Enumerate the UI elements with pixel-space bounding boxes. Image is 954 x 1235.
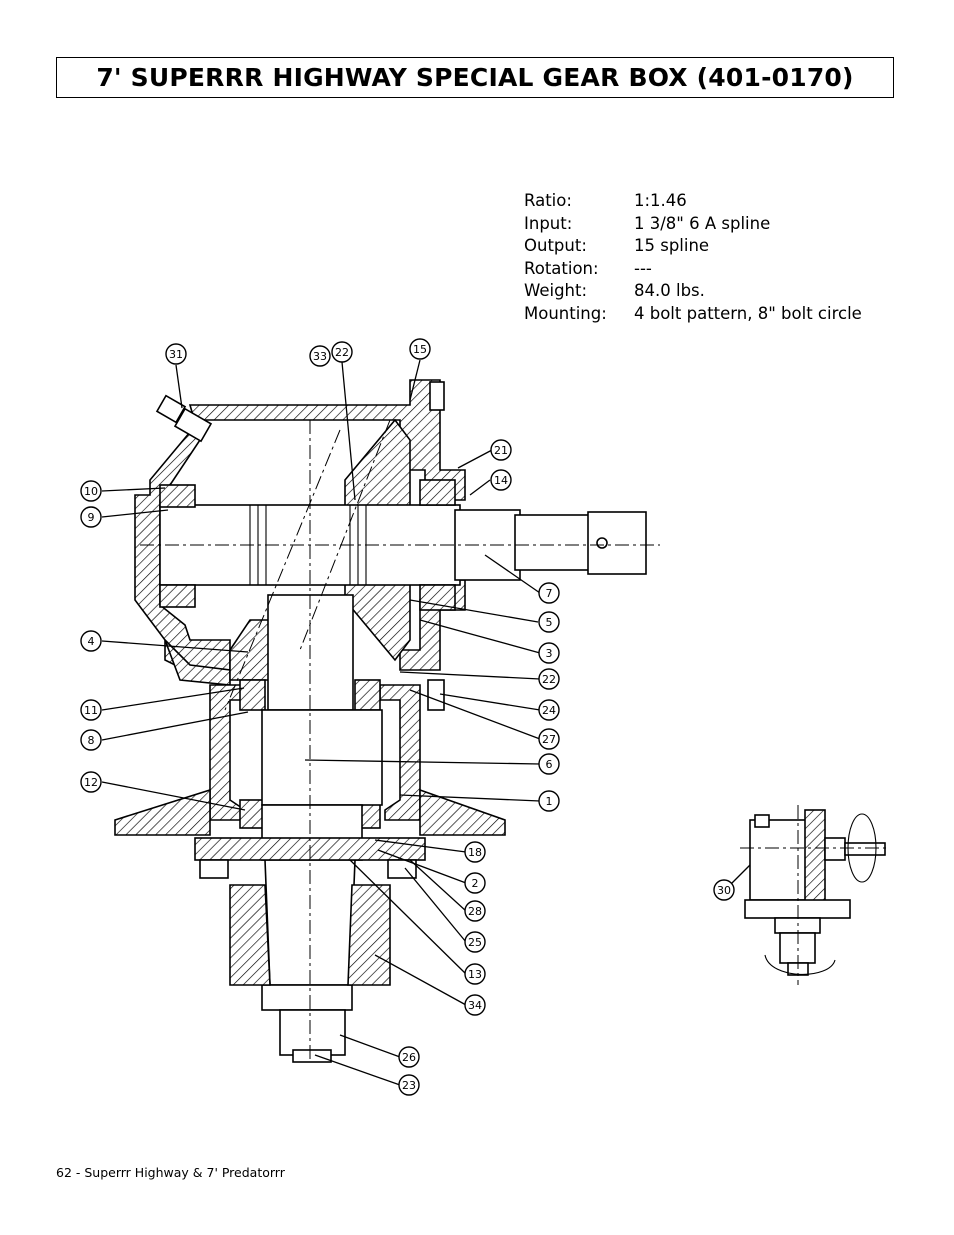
spec-row: Mounting: 4 bolt pattern, 8" bolt circle <box>524 303 862 326</box>
callout-number: 22 <box>335 346 349 359</box>
callout-21: 21 <box>490 439 512 461</box>
spec-label: Output: <box>524 236 587 255</box>
spec-label: Mounting: <box>524 303 607 323</box>
callout-number: 1 <box>546 795 553 808</box>
callout-7: 7 <box>538 582 560 604</box>
callout-14: 14 <box>490 469 512 491</box>
spec-row: Output: 15 spline <box>524 235 862 258</box>
callout-13: 13 <box>464 963 486 985</box>
side-view-inset <box>740 805 890 985</box>
spec-value: --- <box>634 258 652 278</box>
breather-fitting <box>173 407 213 443</box>
spec-label: Input: <box>524 213 573 233</box>
spec-value: 1:1.46 <box>634 191 687 210</box>
callout-number: 31 <box>169 348 183 361</box>
callout-number: 23 <box>402 1079 416 1092</box>
callout-number: 10 <box>84 485 98 498</box>
callout-number: 30 <box>717 884 731 897</box>
callout-number: 25 <box>468 936 482 949</box>
callout-number: 5 <box>546 616 553 629</box>
page-footer: 62 - Superrr Highway & 7' Predatorrr <box>56 1165 285 1180</box>
callout-number: 15 <box>413 343 427 356</box>
callout-number: 2 <box>472 877 479 890</box>
callout-3: 3 <box>538 642 560 664</box>
hub-right <box>347 884 391 986</box>
callout-number: 12 <box>84 776 98 789</box>
callout-number: 13 <box>468 968 482 981</box>
bolt-head <box>429 381 445 411</box>
callout-10: 10 <box>80 480 102 502</box>
page-title: 7' SUPERRR HIGHWAY SPECIAL GEAR BOX (401… <box>96 63 854 92</box>
spec-label: Weight: <box>524 281 588 300</box>
callout-1: 1 <box>538 790 560 812</box>
spec-value: 15 spline <box>634 236 710 255</box>
callout-number: 27 <box>542 733 556 746</box>
hub-left <box>229 884 271 986</box>
spec-row: Input: 1 3/8" 6 A spline <box>524 213 862 236</box>
callout-number: 28 <box>468 905 482 918</box>
callout-26: 26 <box>398 1046 420 1068</box>
spec-label: Rotation: <box>524 258 599 278</box>
spec-row: Rotation: --- <box>524 258 862 281</box>
callout-group: 31 33 22 15 21 14 10 9 7 5 4 3 22 11 24 8 27 6 12 1 18 2 28 25 1… <box>80 338 735 1096</box>
callout-22: 22 <box>538 668 560 690</box>
callout-12: 12 <box>80 771 102 793</box>
callout-number: 22 <box>542 673 556 686</box>
spec-row: Weight: 84.0 lbs. <box>524 280 862 303</box>
callout-number: 34 <box>468 999 482 1012</box>
callout-number: 26 <box>402 1051 416 1064</box>
callout-number: 14 <box>494 474 508 487</box>
callout-9: 9 <box>80 506 102 528</box>
bolt-head <box>199 859 229 879</box>
spec-value: 4 bolt pattern, 8" bolt circle <box>634 303 862 323</box>
callout-number: 33 <box>313 350 327 363</box>
title-box: 7' SUPERRR HIGHWAY SPECIAL GEAR BOX (401… <box>56 57 894 98</box>
callout-number: 11 <box>84 704 98 717</box>
spec-label: Ratio: <box>524 191 572 210</box>
callout-6: 6 <box>538 753 560 775</box>
callout-number: 18 <box>468 846 482 859</box>
callout-24: 24 <box>538 699 560 721</box>
callout-23: 23 <box>398 1074 420 1096</box>
callout-number: 3 <box>546 647 553 660</box>
callout-number: 6 <box>546 758 553 771</box>
callout-27: 27 <box>538 728 560 750</box>
callout-number: 8 <box>88 734 95 747</box>
spec-value: 1 3/8" 6 A spline <box>634 213 771 233</box>
callout-2: 2 <box>464 872 486 894</box>
callout-15: 15 <box>409 338 431 360</box>
spec-table: Ratio: 1:1.46 Input: 1 3/8" 6 A spline Out… <box>524 190 862 325</box>
callout-4: 4 <box>80 630 102 652</box>
callout-number: 24 <box>542 704 556 717</box>
callout-30: 30 <box>713 879 735 901</box>
callout-number: 9 <box>88 511 95 524</box>
callout-8: 8 <box>80 729 102 751</box>
callout-22: 22 <box>331 341 353 363</box>
callout-number: 7 <box>546 587 553 600</box>
callout-31: 31 <box>165 343 187 365</box>
bolt-head <box>427 679 445 711</box>
callout-18: 18 <box>464 841 486 863</box>
callout-33: 33 <box>309 345 331 367</box>
callout-25: 25 <box>464 931 486 953</box>
callout-5: 5 <box>538 611 560 633</box>
spec-row: Ratio: 1:1.46 <box>524 190 862 213</box>
spec-value: 84.0 lbs. <box>634 281 705 300</box>
callout-28: 28 <box>464 900 486 922</box>
callout-number: 4 <box>88 635 95 648</box>
callout-number: 21 <box>494 444 508 457</box>
breather-plug <box>155 394 187 424</box>
callout-34: 34 <box>464 994 486 1016</box>
callout-11: 11 <box>80 699 102 721</box>
